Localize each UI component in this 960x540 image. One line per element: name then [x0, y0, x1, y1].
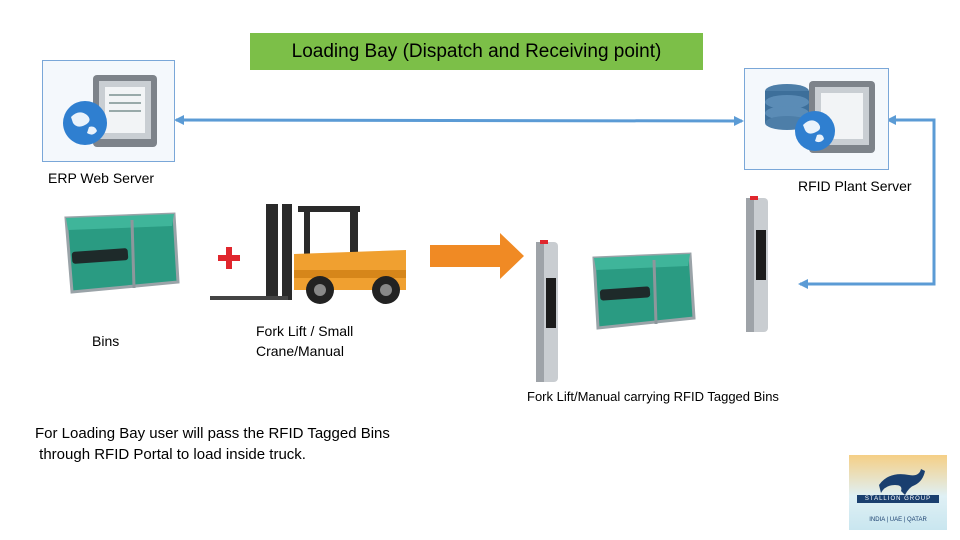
logo-countries: INDIA | UAE | QATAR — [869, 517, 927, 523]
rfid-portal-right — [746, 196, 768, 332]
database-server-icon — [765, 81, 875, 153]
note-line-1: For Loading Bay user will pass the RFID … — [35, 425, 390, 442]
server-link-arrow — [174, 115, 744, 126]
process-arrow — [430, 233, 524, 279]
return-link-arrow — [798, 118, 936, 289]
tagged-bin-image — [592, 252, 696, 330]
diagram-title-text: Loading Bay (Dispatch and Receiving poin… — [291, 40, 662, 62]
erp-server-image — [42, 60, 175, 162]
bin-image — [64, 212, 180, 294]
note-line-2: through RFID Portal to load inside truck… — [35, 446, 306, 463]
diagram-title: Loading Bay (Dispatch and Receiving poin… — [250, 33, 703, 70]
portal-caption: Fork Lift/Manual carrying RFID Tagged Bi… — [527, 389, 779, 404]
forklift-label-line1: Fork Lift / Small — [256, 323, 354, 339]
rfid-server-image — [744, 68, 889, 170]
forklift-label-line2: Crane/Manual — [256, 343, 344, 359]
bins-label: Bins — [92, 333, 120, 349]
rfid-portal-left — [536, 240, 558, 382]
rfid-server-label: RFID Plant Server — [798, 178, 912, 194]
erp-server-label: ERP Web Server — [48, 170, 155, 186]
forklift-image — [210, 204, 406, 304]
company-logo: STALLION GROUP INDIA | UAE | QATAR — [849, 455, 947, 530]
horse-icon — [857, 469, 939, 503]
plus-icon — [218, 247, 240, 269]
logo-name: STALLION GROUP — [864, 496, 932, 502]
server-icon — [63, 75, 157, 147]
